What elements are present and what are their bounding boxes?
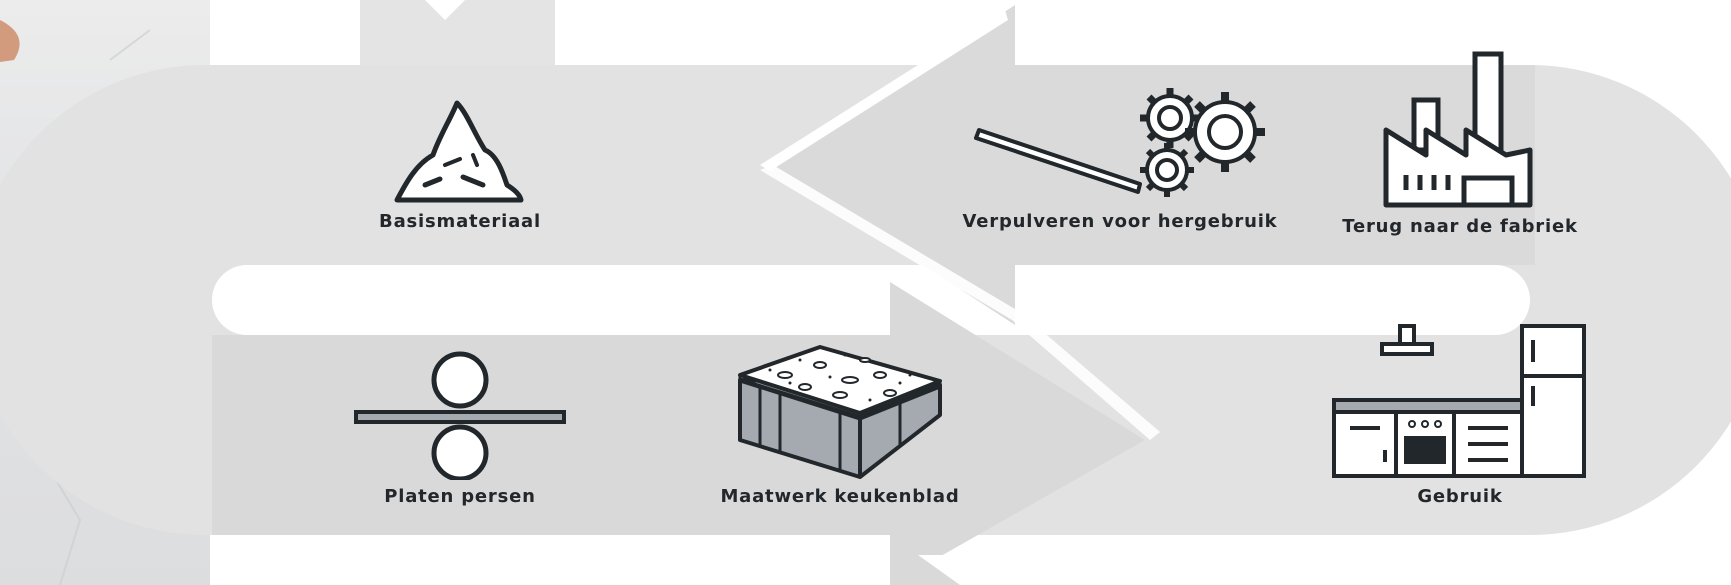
step-basismateriaal: Basismateriaal [360,95,560,232]
step-verpulveren: Verpulveren voor hergebruik [945,80,1295,232]
step-label: Basismateriaal [379,211,541,232]
step-label: Gebruik [1417,486,1503,507]
step-gebruik: Gebruik [1320,320,1600,507]
factory-icon [1383,51,1533,208]
gears-crusher-icon [974,88,1265,197]
material-pile-icon [394,100,524,203]
step-platen-persen: Platen persen [340,350,580,507]
step-terug-fabriek: Terug naar de fabriek [1335,50,1585,237]
press-rollers-icon [354,351,566,480]
kitchen-icon [1332,324,1586,478]
step-label: Maatwerk keukenblad [720,486,960,507]
countertop-slab-icon [738,345,942,479]
loop-inner-gap [212,265,1530,335]
step-label: Verpulveren voor hergebruik [962,211,1278,232]
step-maatwerk-keukenblad: Maatwerk keukenblad [710,345,970,507]
down-arrow-stub [360,0,555,75]
step-label: Platen persen [384,486,536,507]
step-label: Terug naar de fabriek [1342,216,1578,237]
